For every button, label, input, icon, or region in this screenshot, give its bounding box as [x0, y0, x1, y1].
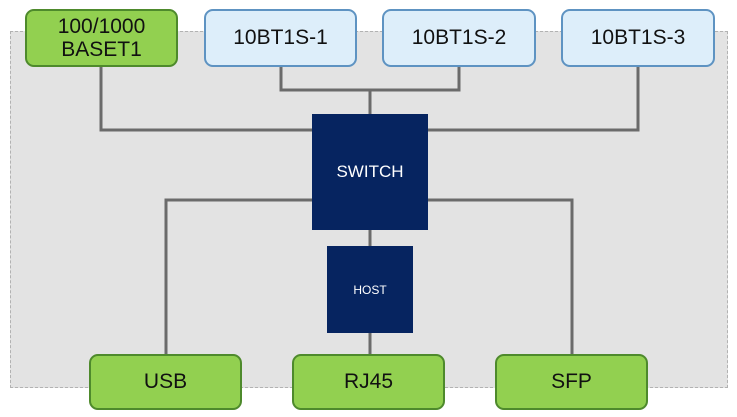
node-baset1: 100/1000 BASET1: [25, 9, 178, 67]
node-baset1-line2: BASET1: [61, 38, 142, 61]
node-host: HOST: [327, 246, 413, 333]
wire-usb-switch: [164, 198, 313, 355]
node-rj45-label: RJ45: [343, 370, 394, 393]
node-baset1-line1: 100/1000: [57, 15, 146, 38]
wire-sfp-switch: [427, 198, 574, 355]
node-usb: USB: [89, 354, 242, 410]
node-10bt1s-2: 10BT1S-2: [382, 9, 536, 67]
node-10bt1s-1: 10BT1S-1: [204, 9, 357, 67]
wire-baset1-switch: [99, 66, 313, 132]
node-sfp: SFP: [495, 354, 648, 410]
node-rj45: RJ45: [292, 354, 445, 410]
node-10bt1s-3: 10BT1S-3: [561, 9, 715, 67]
node-10bt1s-2-label: 10BT1S-2: [411, 26, 507, 49]
node-10bt1s-3-label: 10BT1S-3: [590, 26, 686, 49]
node-sfp-label: SFP: [551, 370, 592, 393]
wire-bt1s1: [279, 66, 461, 92]
node-switch-label: SWITCH: [336, 162, 404, 181]
node-usb-label: USB: [143, 370, 188, 393]
node-switch: SWITCH: [312, 114, 428, 230]
node-host-label: HOST: [353, 282, 387, 297]
node-10bt1s-1-label: 10BT1S-1: [233, 26, 328, 49]
wire-bt1s3-switch: [427, 66, 640, 132]
